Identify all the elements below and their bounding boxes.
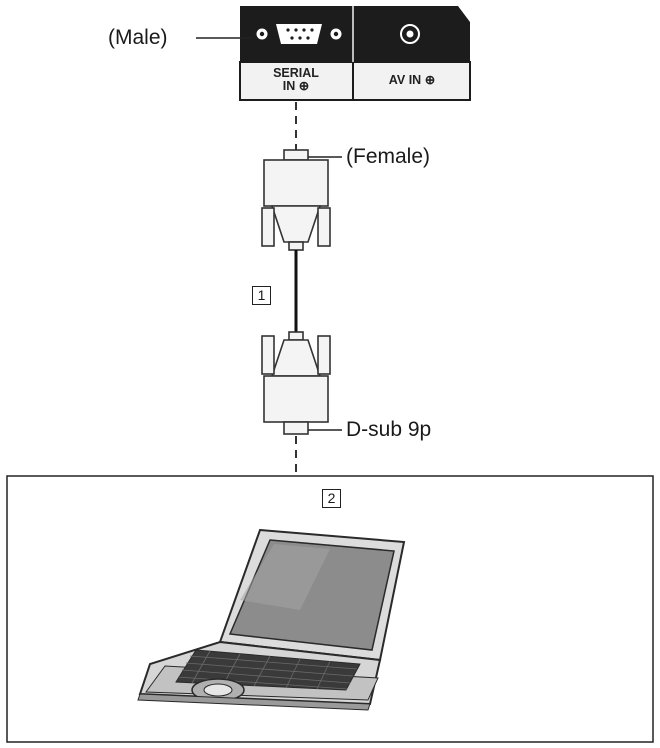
av-in-label: AV IN ⊕	[366, 73, 458, 87]
av-in-text: AV IN	[388, 73, 422, 87]
laptop-icon	[137, 528, 406, 711]
dsub-connector	[261, 331, 331, 435]
serial-in-line2: IN ⊕	[262, 80, 330, 93]
computer-number-badge: 2	[322, 489, 341, 508]
dsub-label: D-sub 9p	[346, 418, 432, 441]
female-connector	[261, 149, 331, 251]
female-label: (Female)	[346, 145, 431, 168]
serial-in-text: IN	[282, 79, 296, 94]
serial-in-line1: SERIAL	[273, 66, 319, 80]
serial-port-icon	[256, 24, 342, 44]
av-jack-icon	[400, 24, 420, 44]
input-arrow-icon: ⊕	[298, 79, 310, 94]
male-label: (Male)	[108, 26, 168, 49]
cable-number-badge: 1	[252, 286, 271, 305]
serial-in-label: SERIAL IN ⊕	[262, 66, 330, 93]
input-arrow-icon: ⊕	[424, 73, 436, 87]
